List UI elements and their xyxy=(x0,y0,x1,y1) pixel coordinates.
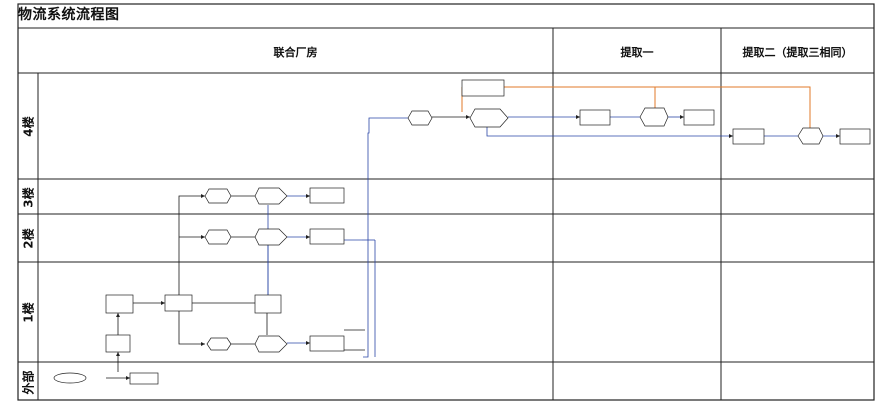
node-f1-line xyxy=(309,335,345,352)
node-storage-area xyxy=(105,334,131,353)
node-f2-hex-b xyxy=(254,228,288,246)
node-f2-line xyxy=(309,228,345,245)
outer-frame xyxy=(17,3,875,401)
column-header-joint-plant: 联合厂房 xyxy=(273,46,318,59)
node-f4-hex-dispatch xyxy=(469,108,509,128)
node-ex1-hex xyxy=(639,107,669,127)
node-f1-buffer xyxy=(254,294,282,314)
node-f4-top-box xyxy=(461,79,505,97)
blue-flows xyxy=(267,116,840,358)
column-header-extract-one: 提取一 xyxy=(620,46,654,59)
column-header-extract-two: 提取二（提取三相同） xyxy=(742,46,853,59)
arrowheads xyxy=(116,115,840,380)
node-f1-hex-a xyxy=(206,337,232,351)
node-ex1-box-b xyxy=(683,109,715,126)
row-header-floor3: 3楼 xyxy=(21,187,36,208)
node-f4-hex-lift xyxy=(407,110,433,126)
node-material-receive xyxy=(129,372,159,385)
node-f3-line xyxy=(309,187,345,204)
node-warehouse xyxy=(105,294,134,314)
black-flows xyxy=(106,116,470,379)
node-f1-hex-b xyxy=(254,335,288,353)
node-ex2-hex xyxy=(797,127,824,145)
orange-return-flow xyxy=(461,86,811,129)
page-title: 物流系统流程图 xyxy=(18,7,120,23)
row-header-floor2: 2楼 xyxy=(21,228,36,249)
node-vehicle-in xyxy=(53,372,87,384)
node-agv xyxy=(164,294,193,312)
node-ex2-box-b xyxy=(839,128,871,145)
node-f3-hex-a xyxy=(204,188,232,204)
node-f2-hex-a xyxy=(204,229,232,245)
row-header-floor1: 1楼 xyxy=(21,302,36,323)
node-ex1-box-a xyxy=(579,109,611,126)
row-header-floor4: 4楼 xyxy=(21,116,36,137)
node-ex2-box-a xyxy=(732,128,765,145)
row-header-outside: 外部 xyxy=(21,370,36,395)
node-f3-hex-b xyxy=(254,187,288,205)
